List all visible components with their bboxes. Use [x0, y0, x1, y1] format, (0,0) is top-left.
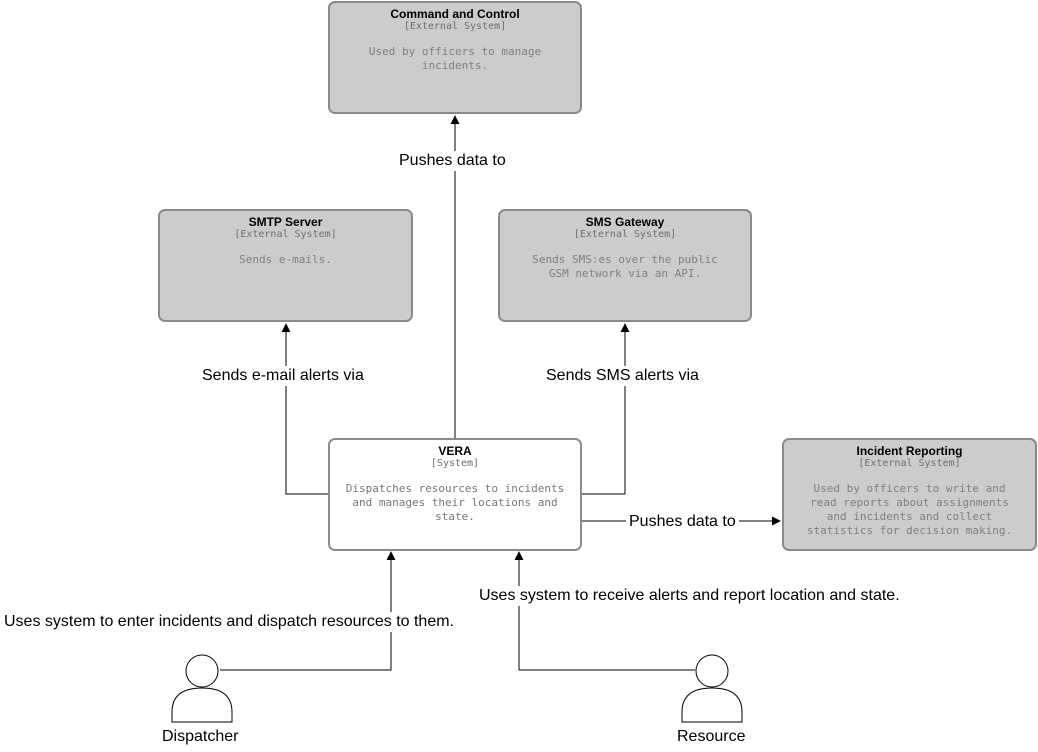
edge-dispatcher-to-vera [220, 551, 396, 671]
smtp-server-description: Sends e-mails. [239, 253, 332, 266]
vera-system-box: VERA [System] Dispatches resources to in… [328, 438, 582, 551]
vera-kind: [System] [430, 458, 480, 469]
command-control-box: Command and Control [External System] Us… [328, 1, 582, 114]
incident-reporting-description: Used by officers to write and read repor… [806, 482, 1013, 537]
label-sends-sms-alerts: Sends SMS alerts via [546, 366, 699, 386]
incident-reporting-kind: [External System] [858, 458, 961, 469]
smtp-server-box: SMTP Server [External System] Sends e-ma… [158, 209, 413, 322]
label-pushes-to-command-control: Pushes data to [399, 151, 506, 171]
label-dispatcher-uses: Uses system to enter incidents and dispa… [4, 612, 454, 632]
sms-gateway-kind: [External System] [573, 229, 677, 240]
command-control-name: Command and Control [390, 7, 520, 21]
smtp-server-name: SMTP Server [248, 215, 323, 229]
command-control-kind: [External System] [403, 21, 507, 32]
label-pushes-to-incident-reporting: Pushes data to [626, 512, 739, 532]
vera-description: Dispatches resources to incidents and ma… [345, 482, 565, 523]
label-sends-email-alerts: Sends e-mail alerts via [202, 366, 364, 386]
command-control-description: Used by officers to manage incidents. [368, 45, 542, 72]
label-resource-uses: Uses system to receive alerts and report… [479, 586, 900, 606]
vera-name: VERA [438, 444, 472, 458]
edge-resource-to-vera [514, 551, 695, 671]
edge-vera-to-sms [582, 323, 630, 495]
dispatcher-name: Dispatcher [162, 728, 239, 745]
incident-reporting-box: Incident Reporting [External System] Use… [782, 438, 1037, 551]
dispatcher-person-icon [171, 654, 233, 723]
sms-gateway-name: SMS Gateway [585, 215, 665, 229]
resource-person-icon [681, 654, 743, 723]
sms-gateway-description: Sends SMS:es over the public GSM network… [532, 253, 718, 280]
edge-vera-to-smtp [281, 323, 328, 495]
incident-reporting-name: Incident Reporting [856, 444, 963, 458]
smtp-server-kind: [External System] [234, 229, 337, 240]
resource-name: Resource [677, 728, 746, 745]
sms-gateway-box: SMS Gateway [External System] Sends SMS:… [498, 209, 752, 322]
